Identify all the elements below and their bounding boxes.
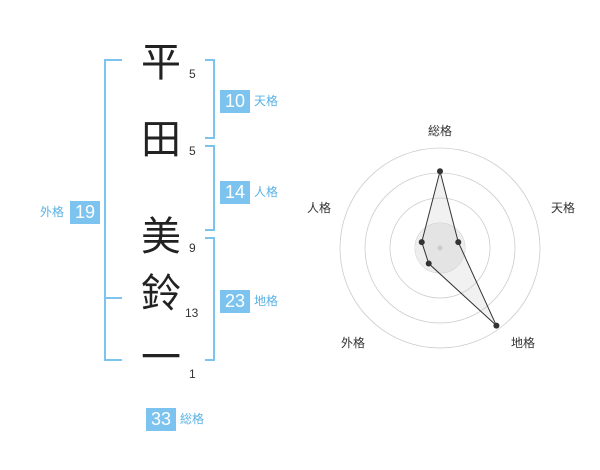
jinkaku-badge: 14 xyxy=(220,181,250,204)
stroke-count-1: 5 xyxy=(189,67,196,81)
gaikaku-label: 外格 xyxy=(40,205,65,219)
stroke-count-4: 13 xyxy=(185,306,199,320)
chikaku-bracket xyxy=(205,237,215,361)
radar-axis-label-chikaku: 地格 xyxy=(511,336,536,350)
radar-point-5 xyxy=(418,239,425,246)
radar-axis-label-gaikaku: 外格 xyxy=(341,336,366,350)
tenkaku-badge: 10 xyxy=(220,90,250,113)
soukaku-label: 総格 xyxy=(180,412,205,426)
chikaku-badge: 23 xyxy=(220,290,250,313)
gaikaku-badge: 19 xyxy=(70,201,100,224)
radar-series-polygon xyxy=(421,171,497,327)
radar-axis-label-tenkaku: 天格 xyxy=(551,201,576,215)
radar-point-3 xyxy=(493,322,500,329)
stroke-count-5: 1 xyxy=(189,367,196,381)
radar-axis-label-jinkaku: 人格 xyxy=(307,201,332,215)
chikaku-label: 地格 xyxy=(254,294,279,308)
name-char-1: 平 xyxy=(141,40,181,86)
name-char-2: 田 xyxy=(141,117,181,163)
stroke-count-2: 5 xyxy=(189,144,196,158)
tenkaku-label: 天格 xyxy=(254,94,279,108)
jinkaku-label: 人格 xyxy=(254,185,279,199)
radar-grid-ring xyxy=(339,147,541,349)
radar-point-2 xyxy=(455,239,462,246)
stroke-count-3: 9 xyxy=(189,241,196,255)
radar-center-dot xyxy=(437,245,443,251)
radar-point-4 xyxy=(425,260,432,267)
radar-axis-label-soukaku: 総格 xyxy=(428,124,453,138)
soukaku-badge: 33 xyxy=(146,408,176,431)
gaikaku-bracket xyxy=(104,59,122,361)
jinkaku-bracket xyxy=(205,145,215,231)
name-char-4: 鈴 xyxy=(141,271,181,317)
fortune-radar-chart xyxy=(339,147,541,349)
name-char-3: 美 xyxy=(141,214,181,260)
radar-grid-ring xyxy=(389,197,491,299)
tenkaku-bracket xyxy=(205,59,215,139)
name-char-5: 一 xyxy=(141,335,181,381)
radar-point-1 xyxy=(437,168,443,175)
